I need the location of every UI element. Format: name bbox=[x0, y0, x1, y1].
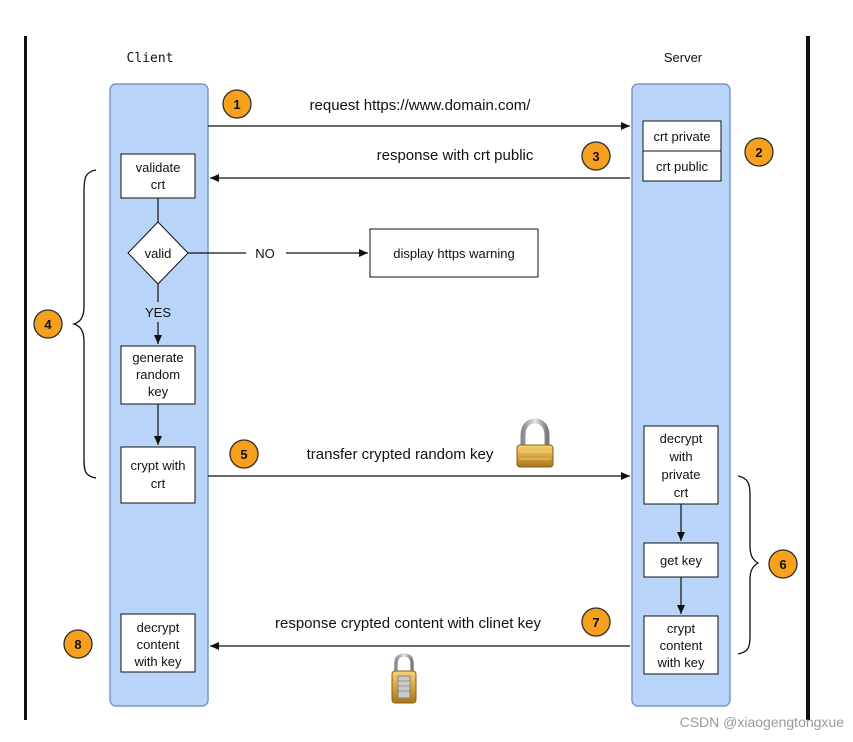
crypt-content-line-2: content bbox=[660, 638, 703, 653]
validate-line-1: validate bbox=[136, 160, 181, 175]
decrypt-content-line-3: with key bbox=[134, 654, 182, 669]
client-lane-title: Client bbox=[127, 51, 174, 66]
decrypt-private-line-1: decrypt bbox=[660, 431, 703, 446]
decrypt-private-line-2: with bbox=[668, 449, 692, 464]
yes-label: YES bbox=[145, 305, 171, 320]
crypt-content-box: crypt content with key bbox=[643, 615, 719, 675]
crypt-with-line-1: crypt with bbox=[131, 458, 186, 473]
svg-text:8: 8 bbox=[74, 637, 81, 652]
decrypt-private-line-4: crt bbox=[674, 485, 689, 500]
generate-random-key-box: generate random key bbox=[120, 345, 196, 405]
valid-decision-diamond: valid bbox=[127, 221, 189, 285]
step-badge-5: 5 bbox=[229, 439, 259, 469]
svg-text:6: 6 bbox=[779, 557, 786, 572]
step-6-brace bbox=[737, 475, 760, 655]
right-frame-bar bbox=[806, 36, 810, 720]
decrypt-content-line-2: content bbox=[137, 637, 180, 652]
crt-private-box: crt private bbox=[642, 120, 722, 152]
get-key-box: get key bbox=[643, 542, 719, 578]
crypt-with-line-2: crt bbox=[151, 476, 166, 491]
decrypt-content-line-1: decrypt bbox=[137, 620, 180, 635]
transfer-label: transfer crypted random key bbox=[307, 446, 494, 463]
warning-label: display https warning bbox=[393, 246, 514, 261]
step-badge-1: 1 bbox=[222, 89, 252, 119]
valid-label: valid bbox=[145, 246, 172, 261]
crt-public-box: crt public bbox=[642, 150, 722, 182]
crypt-with-crt-box: crypt with crt bbox=[120, 446, 196, 504]
crt-private-label: crt private bbox=[653, 129, 710, 144]
step-badge-4: 4 bbox=[33, 309, 63, 339]
crt-public-label: crt public bbox=[656, 159, 709, 174]
generate-line-3: key bbox=[148, 384, 169, 399]
server-lane-title: Server bbox=[664, 50, 703, 65]
generate-line-2: random bbox=[136, 367, 180, 382]
svg-text:4: 4 bbox=[44, 317, 52, 332]
watermark: CSDN @xiaogengtongxue bbox=[680, 714, 845, 730]
left-frame-bar bbox=[24, 36, 27, 720]
response-content-label: response crypted content with clinet key bbox=[275, 615, 541, 632]
step-4-brace bbox=[71, 169, 97, 479]
response-crt-label: response with crt public bbox=[377, 147, 534, 164]
crypt-content-line-3: with key bbox=[657, 655, 705, 670]
step-badge-2: 2 bbox=[744, 137, 774, 167]
svg-text:7: 7 bbox=[592, 615, 599, 630]
https-warning-box: display https warning bbox=[369, 228, 539, 278]
validate-crt-box: validate crt bbox=[120, 153, 196, 199]
step-badge-7: 7 bbox=[581, 607, 611, 637]
crypt-content-line-1: crypt bbox=[667, 621, 696, 636]
svg-text:3: 3 bbox=[592, 149, 599, 164]
step-badge-6: 6 bbox=[768, 549, 798, 579]
request-label: request https://www.domain.com/ bbox=[310, 97, 532, 114]
padlock-small-icon bbox=[391, 653, 417, 704]
get-key-label: get key bbox=[660, 553, 702, 568]
step-badge-8: 8 bbox=[63, 629, 93, 659]
generate-line-1: generate bbox=[132, 350, 183, 365]
validate-line-2: crt bbox=[151, 177, 166, 192]
svg-text:2: 2 bbox=[755, 145, 762, 160]
no-label: NO bbox=[255, 246, 275, 261]
lock-closed-icon bbox=[516, 418, 554, 468]
svg-text:5: 5 bbox=[240, 447, 247, 462]
decrypt-private-crt-box: decrypt with private crt bbox=[643, 425, 719, 505]
step-badge-3: 3 bbox=[581, 141, 611, 171]
svg-text:1: 1 bbox=[233, 97, 240, 112]
decrypt-content-box: decrypt content with key bbox=[120, 613, 196, 673]
decrypt-private-line-3: private bbox=[661, 467, 700, 482]
